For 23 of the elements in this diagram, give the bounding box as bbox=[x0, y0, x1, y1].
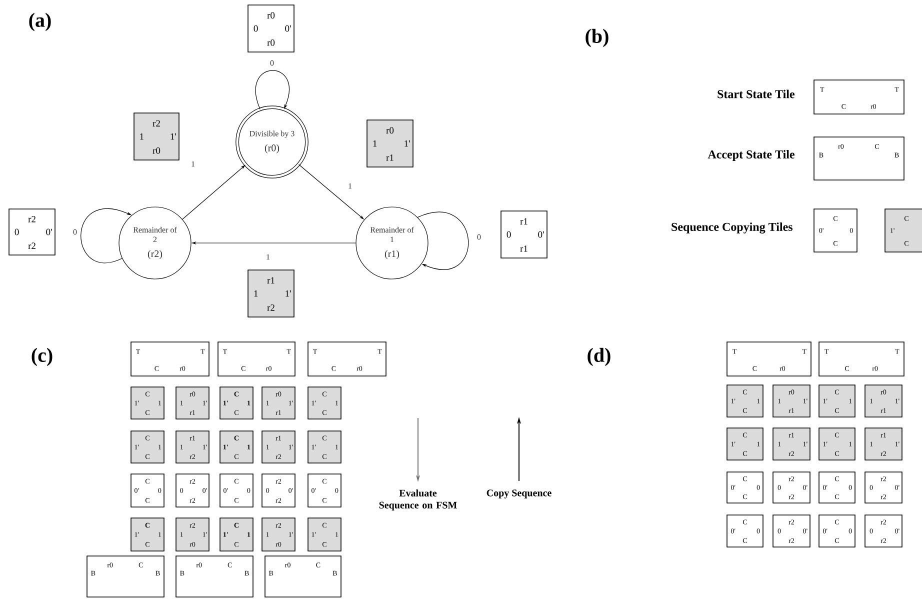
arrow-caption: Copy Sequence bbox=[486, 490, 552, 498]
edge-label: 0 bbox=[269, 59, 275, 67]
edge-label: 0 bbox=[72, 228, 78, 236]
tile: r0 1 1' r1 bbox=[366, 120, 414, 168]
arrow-caption: Evaluate Sequence on FSM bbox=[379, 489, 457, 511]
tile: r0 0 0' r0 bbox=[248, 4, 294, 52]
tile: r2 0 0' r2 bbox=[8, 208, 56, 256]
edge-label: 1 bbox=[190, 160, 196, 168]
panel-label: (a) bbox=[29, 12, 51, 32]
tile-caption: Sequence Copying Tiles bbox=[672, 222, 792, 234]
tile: r1 0 0' r1 bbox=[500, 210, 548, 258]
panel-label: (d) bbox=[588, 348, 610, 366]
edge-label: 0 bbox=[476, 233, 482, 241]
panel-label: (c) bbox=[32, 348, 52, 366]
panel-label: (b) bbox=[586, 28, 608, 48]
edge-label: 1 bbox=[347, 182, 353, 190]
tile: r2 1 1' r0 bbox=[134, 112, 180, 160]
tile-caption: Accept State Tile bbox=[708, 150, 794, 161]
arrow bbox=[417, 212, 469, 270]
arrow bbox=[255, 70, 290, 110]
tile: r1 1 1' r2 bbox=[248, 270, 294, 318]
edge-label: 1 bbox=[265, 253, 271, 261]
tile-caption: Start State Tile bbox=[718, 90, 794, 98]
